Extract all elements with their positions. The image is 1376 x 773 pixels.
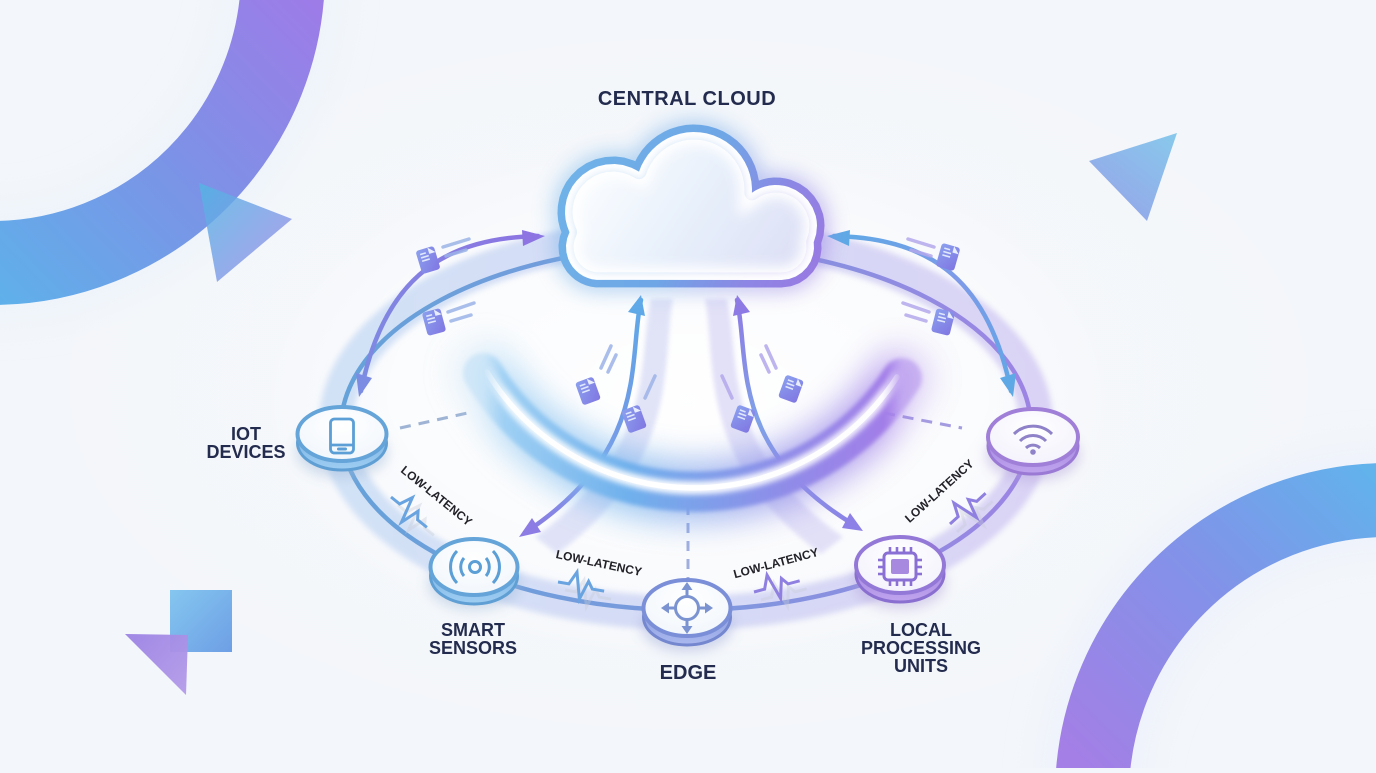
svg-text:LOCAL: LOCAL bbox=[890, 620, 952, 640]
svg-text:DEVICES: DEVICES bbox=[206, 442, 285, 462]
svg-text:PROCESSING: PROCESSING bbox=[861, 638, 981, 658]
svg-text:UNITS: UNITS bbox=[894, 656, 948, 676]
svg-text:SENSORS: SENSORS bbox=[429, 638, 517, 658]
svg-text:CENTRAL CLOUD: CENTRAL CLOUD bbox=[598, 88, 776, 110]
svg-text:EDGE: EDGE bbox=[660, 662, 717, 684]
svg-text:IOT: IOT bbox=[231, 424, 261, 444]
svg-text:SMART: SMART bbox=[441, 620, 505, 640]
